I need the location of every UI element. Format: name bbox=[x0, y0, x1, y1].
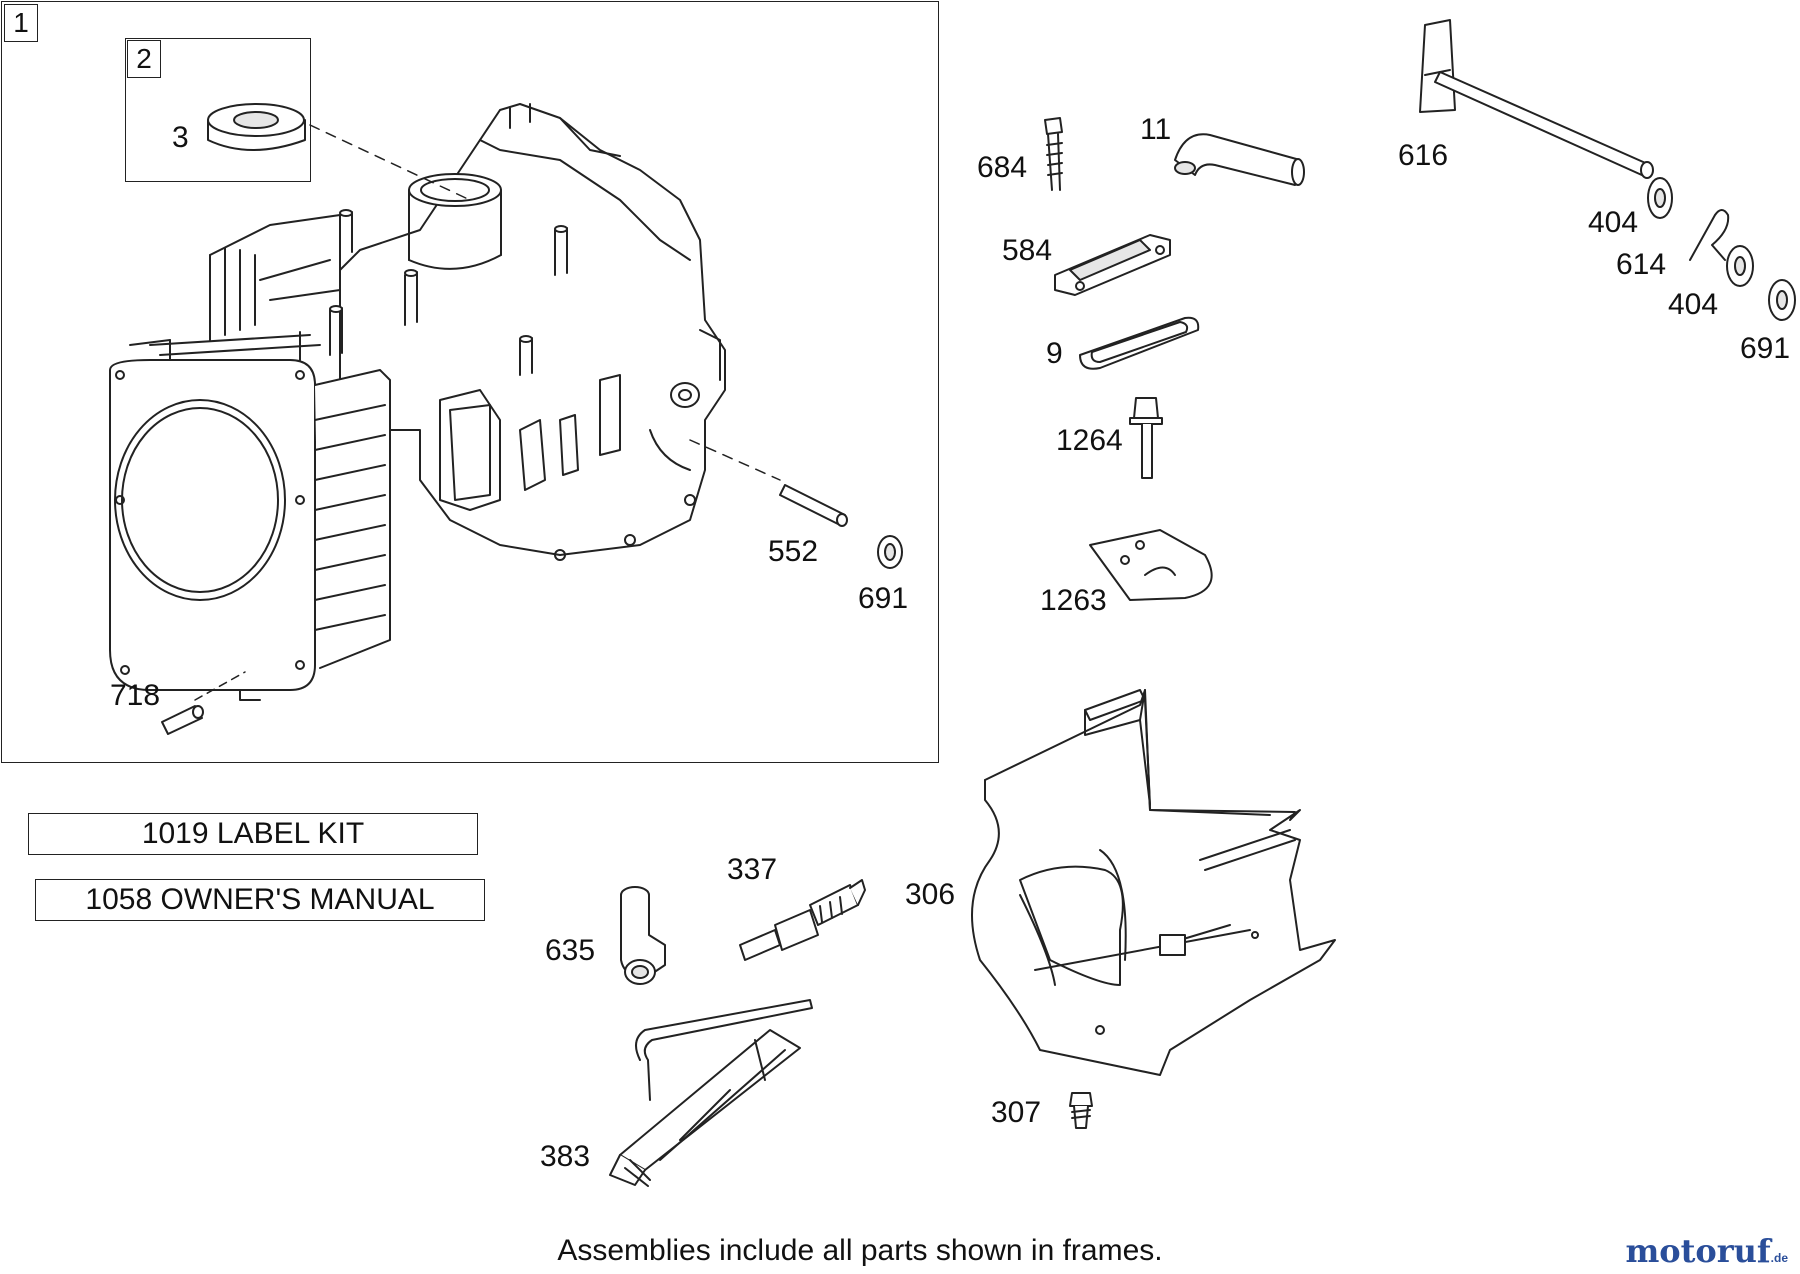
spark-plug-wrench-383 bbox=[609, 999, 813, 1187]
frame-number-1: 1 bbox=[4, 4, 38, 42]
part-label-584: 584 bbox=[1002, 234, 1053, 267]
part-label-1263: 1263 bbox=[1040, 584, 1107, 617]
part-label-404-lower: 404 bbox=[1668, 288, 1719, 321]
plate-1263 bbox=[1089, 529, 1213, 601]
bolt-1264 bbox=[1129, 397, 1163, 479]
washer-404-top bbox=[1647, 177, 1673, 219]
part-label-691: 691 bbox=[858, 582, 909, 615]
watermark-logo: motoruf.de bbox=[1625, 1232, 1788, 1270]
rod-616 bbox=[1419, 19, 1654, 179]
part-label-383: 383 bbox=[540, 1140, 591, 1173]
part-label-306: 306 bbox=[905, 878, 956, 911]
breather-cover-584 bbox=[1054, 234, 1171, 296]
cylinder-shield-306 bbox=[971, 689, 1336, 1076]
part-label-307: 307 bbox=[991, 1096, 1042, 1129]
dowel-pin-718 bbox=[161, 705, 204, 735]
part-label-684: 684 bbox=[977, 151, 1028, 184]
gasket-9 bbox=[1079, 316, 1200, 370]
breather-tube-11 bbox=[1174, 133, 1305, 186]
part-label-616: 616 bbox=[1398, 139, 1449, 172]
screw-684 bbox=[1044, 117, 1063, 191]
label-kit-box: 1019 LABEL KIT bbox=[28, 813, 478, 855]
footer-note: Assemblies include all parts shown in fr… bbox=[557, 1234, 1163, 1267]
part-label-635: 635 bbox=[545, 934, 596, 967]
part-label-404-top: 404 bbox=[1588, 206, 1639, 239]
part-label-11: 11 bbox=[1140, 113, 1172, 146]
owners-manual-box: 1058 OWNER'S MANUAL bbox=[35, 879, 485, 921]
part-label-552: 552 bbox=[768, 535, 819, 568]
seal-691-right bbox=[1768, 279, 1796, 321]
part-label-614: 614 bbox=[1616, 248, 1667, 281]
part-label-9: 9 bbox=[1046, 337, 1063, 370]
watermark-text: motoruf bbox=[1625, 1232, 1771, 1270]
part-label-1264: 1264 bbox=[1056, 424, 1123, 457]
screw-307 bbox=[1069, 1092, 1093, 1129]
spark-plug-boot-635 bbox=[620, 886, 666, 985]
oil-seal-drawing bbox=[207, 103, 306, 151]
dowel-pin-552 bbox=[779, 484, 848, 527]
part-label-337: 337 bbox=[727, 853, 778, 886]
assembly-frame-1 bbox=[1, 1, 939, 763]
engine-block-drawing bbox=[109, 103, 781, 701]
spark-plug-337 bbox=[739, 879, 866, 961]
part-label-718: 718 bbox=[110, 679, 161, 712]
part-label-3: 3 bbox=[172, 121, 189, 154]
watermark-suffix: .de bbox=[1770, 1251, 1788, 1265]
clip-614 bbox=[1689, 209, 1730, 261]
assembly-frame-2 bbox=[125, 38, 311, 182]
part-label-691-right: 691 bbox=[1740, 332, 1791, 365]
frame-number-2: 2 bbox=[127, 40, 161, 78]
washer-404-lower bbox=[1726, 245, 1754, 287]
seal-691-left bbox=[877, 535, 903, 569]
